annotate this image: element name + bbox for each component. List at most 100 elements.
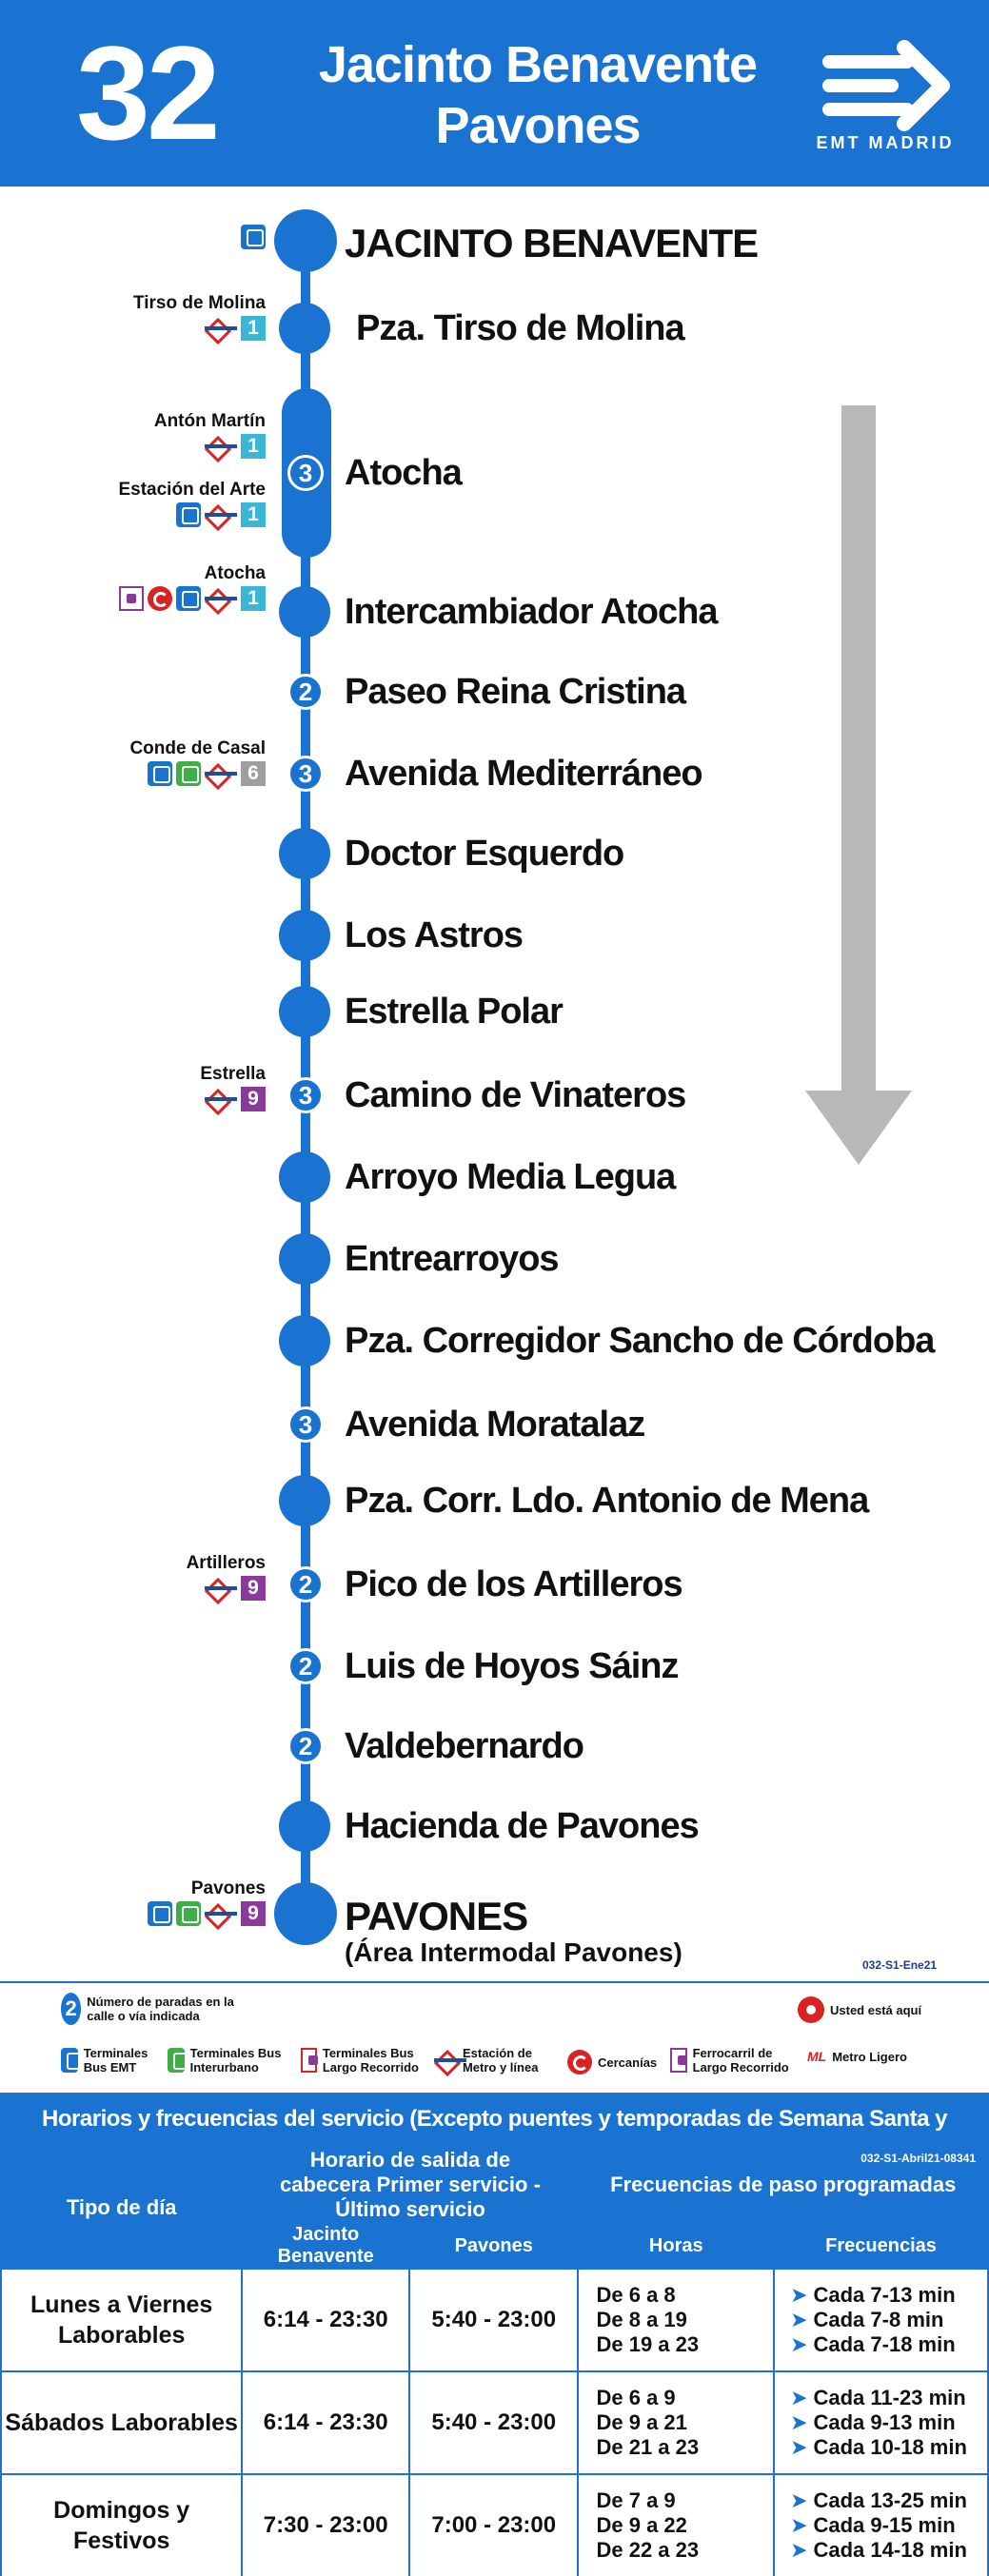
stop-count-badge: 2 — [287, 1648, 324, 1684]
subheader-pavones: Pavones — [407, 2222, 580, 2270]
stop-dot — [279, 1233, 330, 1285]
legend-label: Número de paradas en la calle o vía indi… — [87, 1995, 234, 2023]
stop-name: Paseo Reina Cristina — [345, 672, 686, 712]
stop-atocha: 3 Atocha — [0, 443, 989, 501]
bus-icon — [176, 586, 201, 611]
metro-line-badge: 1 — [241, 316, 266, 341]
metro-line-badge: 9 — [241, 1576, 266, 1601]
pavones-cell: 7:00 - 23:00 — [407, 2473, 580, 2576]
stop-name: Avenida Moratalaz — [345, 1405, 645, 1445]
metro-icon — [205, 502, 237, 527]
metro-line-badge: 9 — [241, 1901, 266, 1926]
freq-line: Cada 7-18 min — [813, 2332, 956, 2356]
legend-label: Ferrocarril de Largo Recorrido — [692, 2046, 789, 2075]
hours-line: De 6 a 9 — [596, 2386, 676, 2409]
day-type-cell: Sábados Laborables — [0, 2370, 244, 2475]
metro-line-badge: 1 — [241, 502, 266, 527]
freq-line: Cada 7-13 min — [813, 2283, 956, 2307]
freq-line: Cada 13-25 min — [813, 2488, 967, 2512]
bus-icon — [241, 225, 266, 249]
day-type-cell: Domingos y Festivos — [0, 2473, 244, 2576]
legend-label: Usted está aquí — [830, 2002, 922, 2017]
interurban-bus-icon — [176, 761, 201, 786]
route-origin: Jacinto Benavente — [318, 36, 758, 93]
stop-name: Luis de Hoyos Sáinz — [345, 1646, 680, 1686]
stop-camino-de-vinateros: Estrella 9 3 Camino de Vinateros — [0, 1064, 989, 1123]
stop-dot — [279, 1800, 330, 1852]
stop-name: Pza. Corregidor Sancho de Córdoba — [345, 1321, 935, 1361]
schedule-title: Horarios y frecuencias del servicio (Exc… — [0, 2093, 989, 2185]
hours-cell: De 6 a 9 De 9 a 21 De 21 a 23 — [577, 2370, 776, 2475]
freq-cell: ➤Cada 7-13 min ➤Cada 7-8 min ➤Cada 7-18 … — [773, 2268, 989, 2372]
jacinto-cell: 7:30 - 23:00 — [241, 2473, 410, 2576]
stop-count-icon: 2 — [61, 1993, 82, 2025]
metro-line-badge: 9 — [241, 1087, 266, 1111]
route-title: Jacinto Benavente Pavones — [314, 34, 762, 156]
stop-pza-corregidor-sancho-de-cordoba: Pza. Corregidor Sancho de Córdoba — [0, 1311, 989, 1368]
header: 32 Jacinto Benavente Pavones EMT MADRID — [0, 0, 989, 187]
interurban-bus-icon — [168, 2048, 190, 2073]
subheader-hours: Horas — [577, 2222, 776, 2270]
stop-connections — [241, 223, 266, 249]
freq-line: Cada 9-15 min — [813, 2513, 956, 2537]
metro-line-badge: 1 — [241, 586, 266, 611]
table-row: Sábados Laborables 6:14 - 23:30 5:40 - 2… — [0, 2370, 989, 2475]
stop-name: Hacienda de Pavones — [345, 1806, 700, 1846]
stop-dot — [279, 1475, 330, 1526]
pavones-cell: 5:40 - 23:00 — [407, 2370, 580, 2475]
connection-name: Artilleros — [186, 1553, 266, 1573]
hours-line: De 21 a 23 — [596, 2435, 700, 2459]
metro-icon — [205, 1901, 237, 1926]
table-row: Domingos y Festivos 7:30 - 23:00 7:00 - … — [0, 2473, 989, 2576]
legend-metro: Estación de Metro y línea — [434, 2046, 567, 2075]
arrow-icon: ➤ — [790, 2386, 808, 2409]
stop-name: JACINTO BENAVENTE — [345, 221, 759, 265]
stop-connections: Artilleros 9 — [187, 1553, 266, 1601]
legend-ferrocarril: Ferrocarril de Largo Recorrido — [670, 2046, 803, 2075]
arrow-icon: ➤ — [790, 2435, 808, 2459]
legend-label: Cercanías — [598, 2055, 658, 2070]
stop-dot — [279, 1315, 330, 1367]
route-diagram: JACINTO BENAVENTE Tirso de Molina 1 Pza.… — [0, 187, 989, 1976]
metro-line-badge: 1 — [241, 434, 266, 459]
direction-arrow-shaft — [841, 405, 876, 1119]
stop-name: Pza. Tirso de Molina — [356, 308, 685, 348]
header-departures: Horario de salida de cabecera Primer ser… — [241, 2146, 580, 2224]
legend-label: Terminales Bus EMT — [83, 2046, 148, 2075]
freq-line: Cada 11-23 min — [813, 2386, 966, 2409]
legend-bus-emt: Terminales Bus EMT — [61, 2046, 166, 2075]
subheader-freq: Frecuencias — [773, 2222, 989, 2270]
route-destination: Pavones — [435, 97, 641, 154]
stop-connections: Estación del Arte 1 — [118, 480, 266, 527]
freq-cell: ➤Cada 11-23 min ➤Cada 9-13 min ➤Cada 10-… — [773, 2370, 989, 2475]
metro-icon — [205, 761, 237, 786]
day-type-cell: Lunes a Viernes Laborables — [0, 2268, 244, 2372]
stop-pico-de-los-artilleros: Artilleros 9 2 Pico de los Artilleros — [0, 1553, 989, 1612]
stop-arroyo-media-legua: Arroyo Media Legua — [0, 1148, 989, 1205]
stop-dot — [279, 586, 330, 638]
connection-name: Antón Martín — [153, 411, 266, 431]
freq-line: Cada 10-18 min — [813, 2435, 967, 2459]
stop-subtitle: (Área Intermodal Pavones) — [345, 1937, 682, 1967]
cercanias-icon — [148, 586, 172, 611]
stop-connections: Antón Martín 1 — [154, 411, 266, 459]
arrow-icon: ➤ — [790, 2283, 808, 2307]
freq-line: Cada 7-8 min — [813, 2308, 944, 2331]
stop-name: Estrella Polar — [345, 992, 564, 1032]
stop-pza-corr-ldo-antonio-de-mena: Pza. Corr. Ldo. Antonio de Mena — [0, 1471, 989, 1528]
stop-name: Atocha — [345, 453, 463, 493]
stop-paseo-reina-cristina: 2 Paseo Reina Cristina — [0, 662, 989, 719]
freq-line: Cada 9-13 min — [813, 2410, 956, 2434]
connection-name: Estrella — [200, 1064, 266, 1084]
arrow-icon: ➤ — [790, 2332, 808, 2356]
hours-line: De 19 a 23 — [596, 2332, 700, 2356]
legend-label: Terminales Bus Largo Recorrido — [322, 2046, 419, 2075]
stop-name: Los Astros — [345, 915, 524, 955]
stop-avenida-mediterraneo: Conde de Casal 6 3 Avenida Mediterráneo — [0, 738, 989, 801]
stop-name: Intercambiador Atocha — [345, 592, 718, 632]
stop-pavones: Pavones 9 PAVONES (Área Intermodal Pavon… — [0, 1878, 989, 1976]
schedule-code: 032-S1-Abril21-08341 — [860, 2152, 976, 2165]
bus-icon — [61, 2048, 84, 2073]
stop-hacienda-de-pavones: Hacienda de Pavones — [0, 1797, 989, 1854]
legend: 2 Número de paradas en la calle o vía in… — [0, 1981, 989, 2093]
